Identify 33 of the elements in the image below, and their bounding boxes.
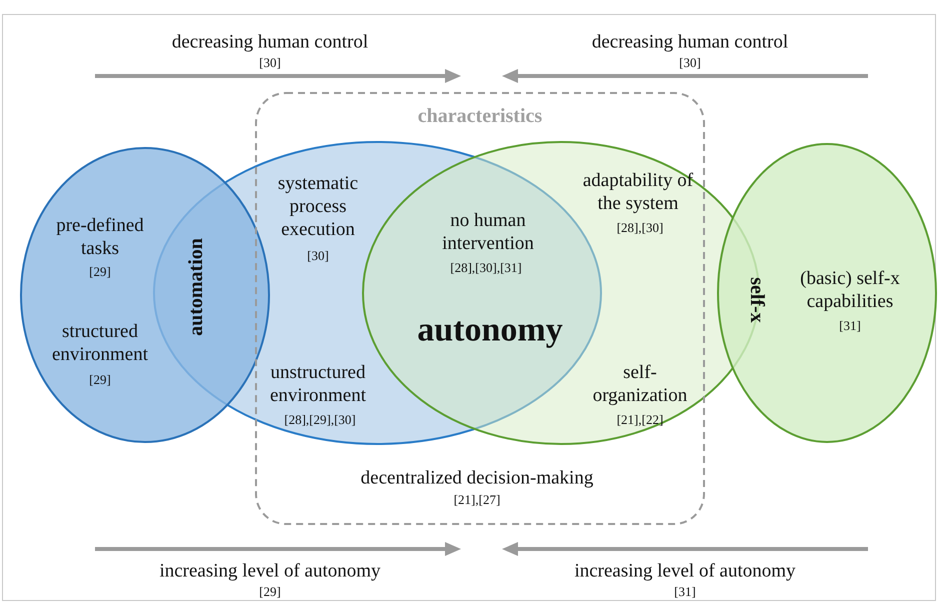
characteristic-text: self-organization <box>592 360 688 408</box>
venn-ellipse <box>20 147 270 443</box>
reference-text: [30] <box>678 55 702 71</box>
axis-text: increasing level of autonomy <box>573 559 797 583</box>
reference-text: [31] <box>838 318 862 334</box>
reference-text: [30] <box>306 248 330 264</box>
region-title: automation <box>184 238 208 336</box>
dashed-frame <box>255 92 705 525</box>
characteristic-text: pre-defined tasks <box>55 214 145 260</box>
heading-text: characteristics <box>416 104 544 128</box>
reference-text: [21],[27] <box>452 492 502 508</box>
characteristic-text: adaptability of the system <box>582 168 694 216</box>
reference-text: [28],[30] <box>616 220 664 236</box>
axis-text: decreasing human control <box>590 30 790 54</box>
characteristic-text: (basic) self-x capabilities <box>799 266 901 314</box>
reference-text: [30] <box>258 55 282 71</box>
reference-text: [29] <box>88 264 112 280</box>
axis-text: increasing level of autonomy <box>158 559 382 583</box>
reference-text: [31] <box>673 584 697 600</box>
venn-ellipse <box>717 143 937 443</box>
characteristic-text: systematic process execution <box>276 172 360 242</box>
characteristic-text: decentralized decision-making <box>360 466 594 490</box>
reference-text: [21],[22] <box>616 412 664 428</box>
core-term: autonomy <box>416 310 564 350</box>
axis-text: decreasing human control <box>170 30 370 54</box>
reference-text: [29] <box>88 372 112 388</box>
characteristic-text: no human intervention <box>441 208 535 256</box>
characteristic-text: unstructured environment <box>268 360 368 408</box>
characteristic-text: structured environment <box>50 320 150 366</box>
region-title: self-x <box>745 277 770 323</box>
reference-text: [28],[30],[31] <box>449 260 523 276</box>
reference-text: [28],[29],[30] <box>283 412 357 428</box>
reference-text: [29] <box>258 584 282 600</box>
